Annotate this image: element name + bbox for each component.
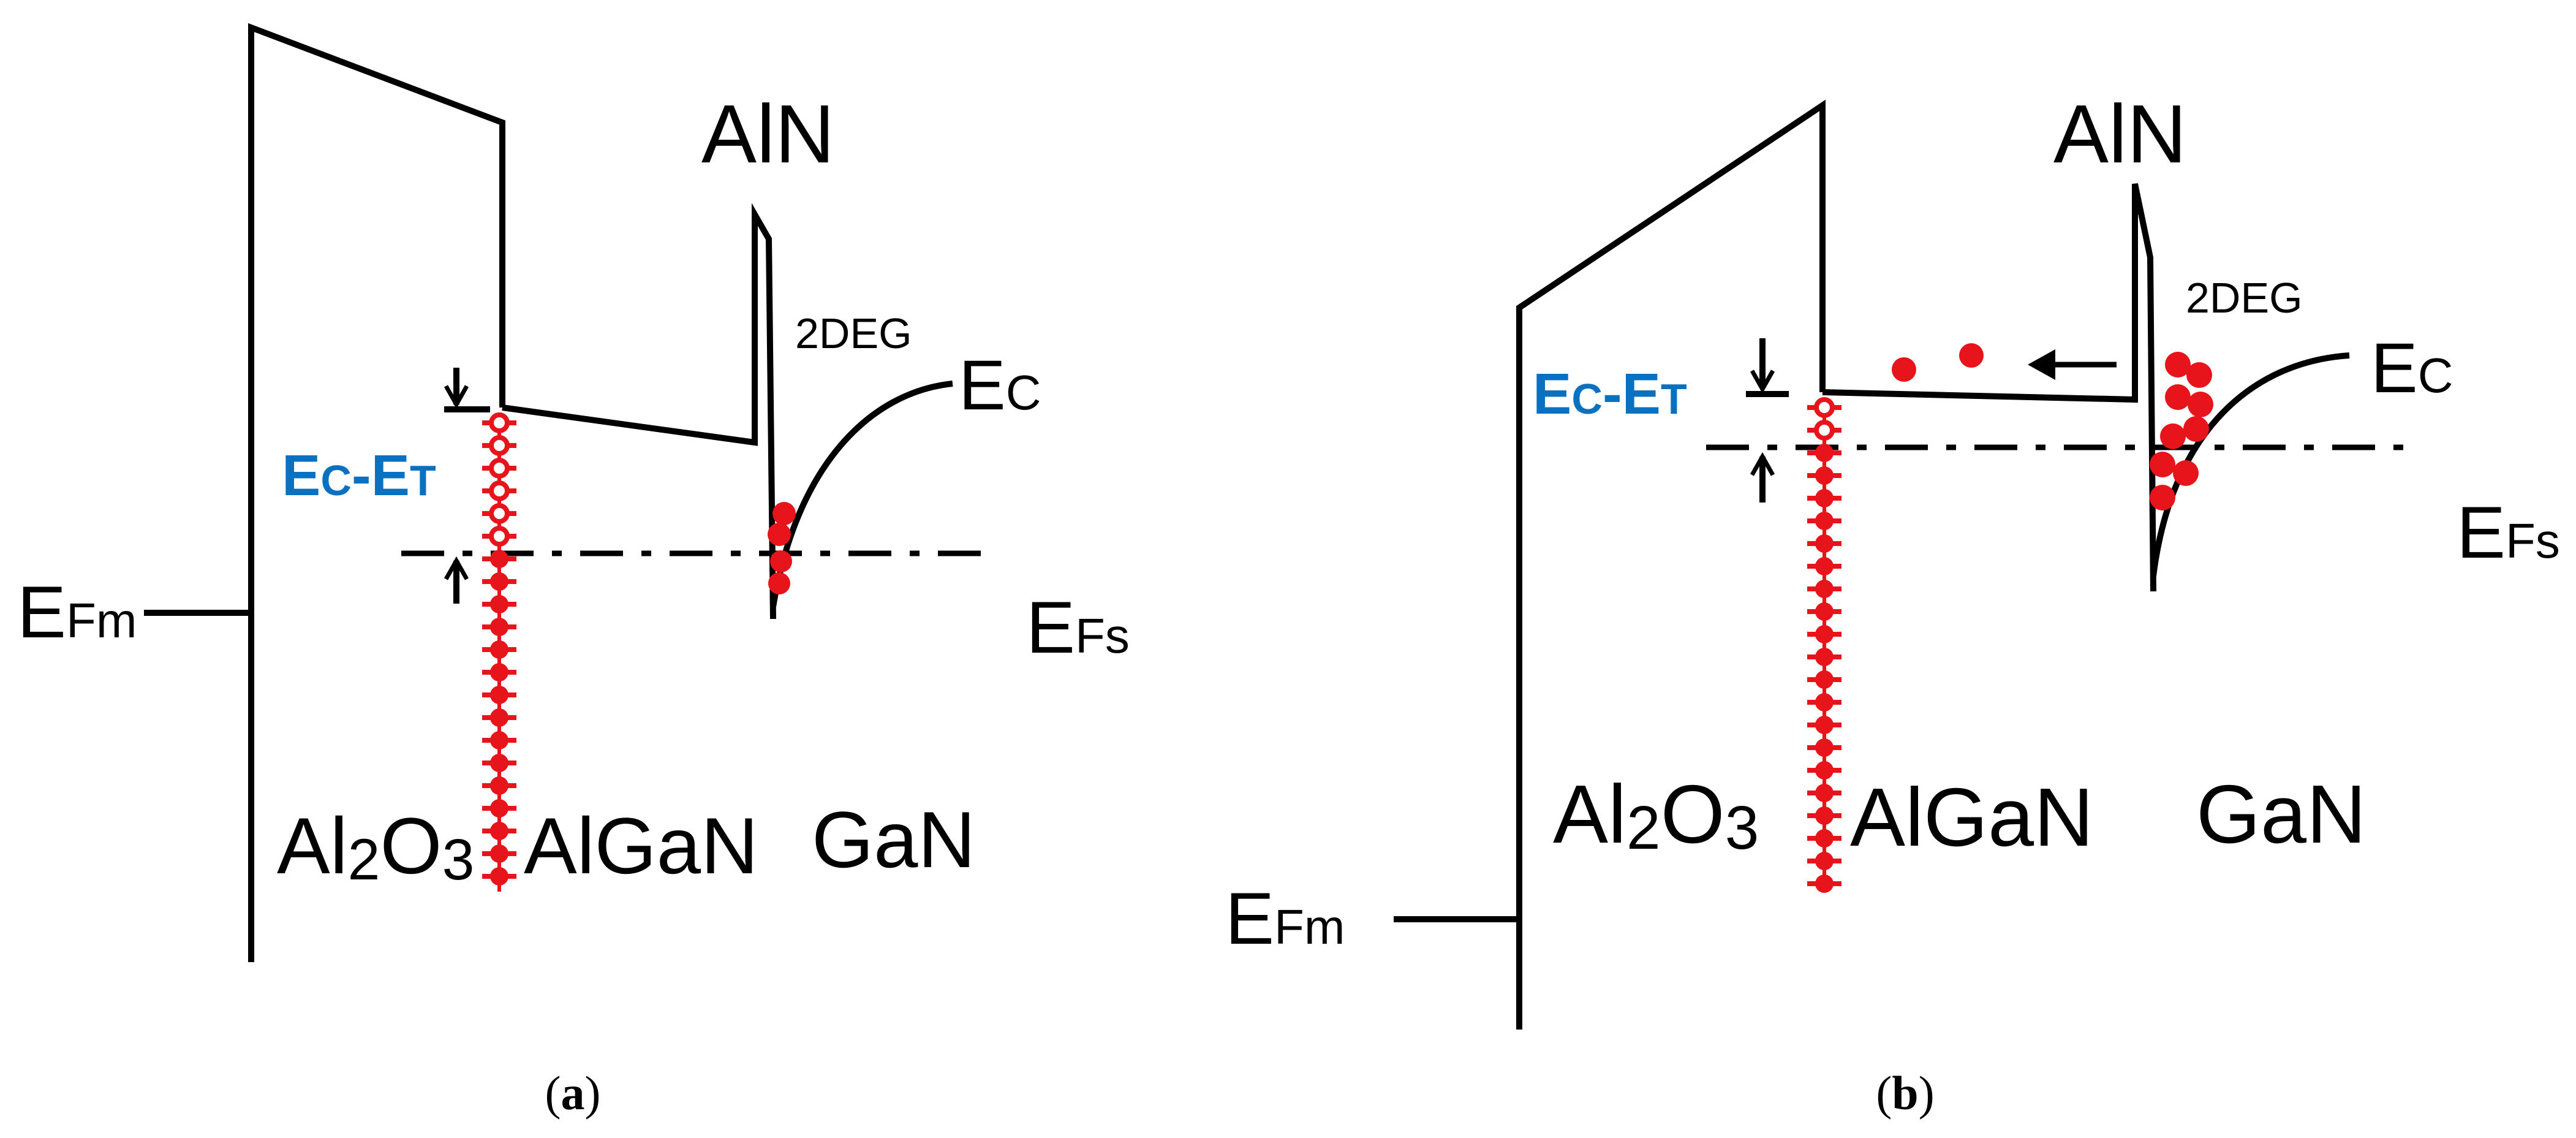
panel-a-trap-filled xyxy=(490,708,508,727)
panel-a-trap-empty xyxy=(489,458,510,479)
panel-b-trap-filled xyxy=(1815,648,1834,666)
ec-et-label-a: EC-ET xyxy=(282,443,436,508)
panel-a-trap-filled xyxy=(490,731,508,749)
aln-label-a: AlN xyxy=(701,88,835,180)
panel-b-trap-filled xyxy=(1815,693,1834,711)
panel-b-trap-filled xyxy=(1815,829,1834,848)
panel-a-trap-empty xyxy=(489,480,510,501)
panel-a-trap-filled xyxy=(490,844,508,863)
panel-a-trap-filled xyxy=(490,754,508,772)
panel-b-trap-filled xyxy=(1815,806,1834,825)
ec-et-gap-arrows-a xyxy=(444,368,490,604)
panel-b-trap-filled xyxy=(1815,784,1834,802)
caption-a: (a) xyxy=(545,1066,601,1120)
efs-label-a: EFs xyxy=(1026,586,1130,669)
oxide-conduction-band-b xyxy=(1516,99,1826,1030)
ec-label-a: EC xyxy=(959,346,1041,425)
algan-label-b: AlGaN xyxy=(1850,771,2094,863)
panel-a-trap-empty xyxy=(489,526,510,547)
aln-label-b: AlN xyxy=(2053,88,2187,180)
panel-b-trap-filled xyxy=(1815,557,1834,575)
panel-b-trap-filled xyxy=(1815,444,1834,462)
panel-a-trap-empty xyxy=(489,412,510,433)
panel-b-trap-filled xyxy=(1815,852,1834,870)
panel-b: AlN 2DEG EC EC-ET EFm EFs Al2O3 AlGaN Ga… xyxy=(1225,88,2560,1120)
panel-b-trap-empty xyxy=(1814,420,1835,441)
panel-b-trap-filled xyxy=(1815,670,1834,689)
twodeg-label-b: 2DEG xyxy=(2186,274,2303,322)
panel-a-trap-empty xyxy=(489,503,510,524)
ec-label-b: EC xyxy=(2371,329,2453,408)
panel-b-trap-filled xyxy=(1815,534,1834,553)
panel-b-trap-filled xyxy=(1815,761,1834,780)
twodeg-electrons-a xyxy=(768,502,796,594)
twodeg-electrons-b xyxy=(2150,352,2213,510)
trap-states-column-a xyxy=(482,412,516,892)
caption-b: (b) xyxy=(1876,1066,1934,1120)
gan-conduction-band-a xyxy=(770,381,953,607)
emitted-electrons-b xyxy=(1892,343,1984,382)
electron-flow-arrow-b xyxy=(2028,349,2117,380)
panel-b-trap-filled xyxy=(1815,602,1834,621)
gan-conduction-band-b xyxy=(2150,352,2350,577)
efm-label-a: EFm xyxy=(17,571,137,653)
gan-label-a: GaN xyxy=(812,795,975,884)
panel-a-trap-filled xyxy=(490,867,508,886)
panel-a-trap-filled xyxy=(490,595,508,613)
panel-a-trap-filled xyxy=(490,618,508,636)
panel-a-trap-filled xyxy=(490,822,508,840)
panel-a: AlN 2DEG EC EC-ET EFm EFs Al2O3 AlGaN Ga… xyxy=(17,23,1130,1120)
al2o3-label-b: Al2O3 xyxy=(1553,768,1759,862)
algan-conduction-band-a xyxy=(502,203,776,620)
al2o3-label-a: Al2O3 xyxy=(277,801,474,892)
panel-a-trap-filled xyxy=(490,640,508,659)
panel-b-trap-filled xyxy=(1815,738,1834,757)
efs-label-b: EFs xyxy=(2457,491,2560,574)
panel-b-trap-filled xyxy=(1815,512,1834,530)
efm-label-b: EFm xyxy=(1225,878,1345,960)
algan-label-a: AlGaN xyxy=(524,801,758,890)
algan-conduction-band-b xyxy=(1822,183,2156,592)
panel-b-trap-filled xyxy=(1815,625,1834,643)
panel-b-trap-filled xyxy=(1815,466,1834,485)
twodeg-label-a: 2DEG xyxy=(795,309,912,357)
panel-a-trap-filled xyxy=(490,663,508,681)
panel-b-trap-filled xyxy=(1815,489,1834,507)
panel-b-trap-filled xyxy=(1815,716,1834,734)
oxide-conduction-band-a xyxy=(248,23,505,962)
panel-b-trap-filled xyxy=(1815,874,1834,893)
panel-b-trap-filled xyxy=(1815,580,1834,598)
trap-states-column-b xyxy=(1807,397,1841,893)
panel-b-trap-empty xyxy=(1814,397,1835,418)
ec-et-gap-arrows-b xyxy=(1746,338,1789,503)
panel-a-trap-filled xyxy=(490,686,508,704)
gan-label-b: GaN xyxy=(2196,768,2366,860)
panel-a-trap-filled xyxy=(490,550,508,568)
panel-a-trap-empty xyxy=(489,435,510,456)
panel-a-trap-filled xyxy=(490,776,508,795)
panel-a-trap-filled xyxy=(490,572,508,591)
ec-et-label-b: EC-ET xyxy=(1533,362,1687,427)
panel-a-trap-filled xyxy=(490,799,508,817)
